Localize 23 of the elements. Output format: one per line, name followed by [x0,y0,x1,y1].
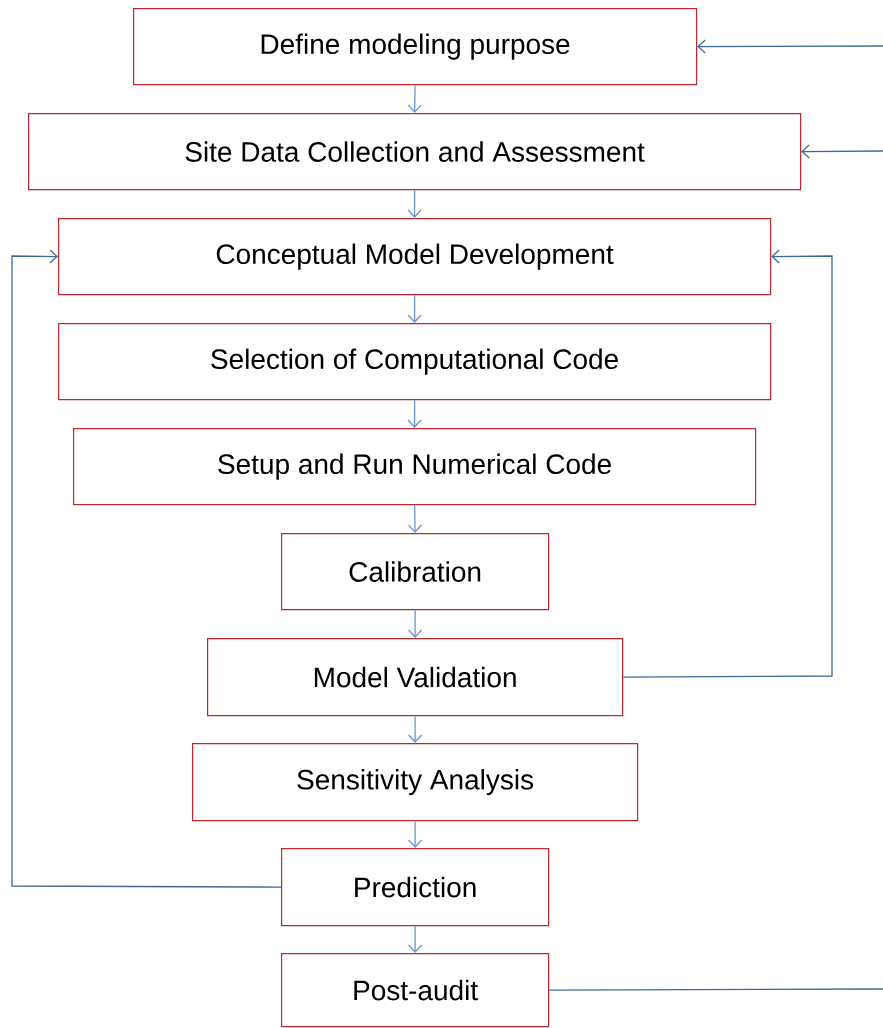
process-box: Model Validation [207,638,624,717]
process-box: Prediction [281,848,550,927]
process-box: Post-audit [281,953,550,1028]
process-box: Selection of Computational Code [58,323,772,401]
process-box: Sensitivity Analysis [192,743,639,822]
arrow [407,820,423,848]
process-box: Calibration [281,533,550,611]
arrow [407,189,422,218]
process-box: Conceptual Model Development [58,218,772,296]
arrow [407,715,423,743]
arrow [407,504,423,533]
arrow [407,84,422,113]
arrow [407,294,422,323]
arrow [407,925,423,953]
process-box: Site Data Collection and Assessment [28,113,802,191]
arrow [622,249,833,678]
arrow [407,609,423,638]
arrow [11,249,282,888]
process-box: Setup and Run Numerical Code [73,428,757,506]
process-box: Define modeling purpose [133,8,698,86]
arrow [697,39,883,54]
arrow [801,144,883,159]
arrow [407,399,422,428]
